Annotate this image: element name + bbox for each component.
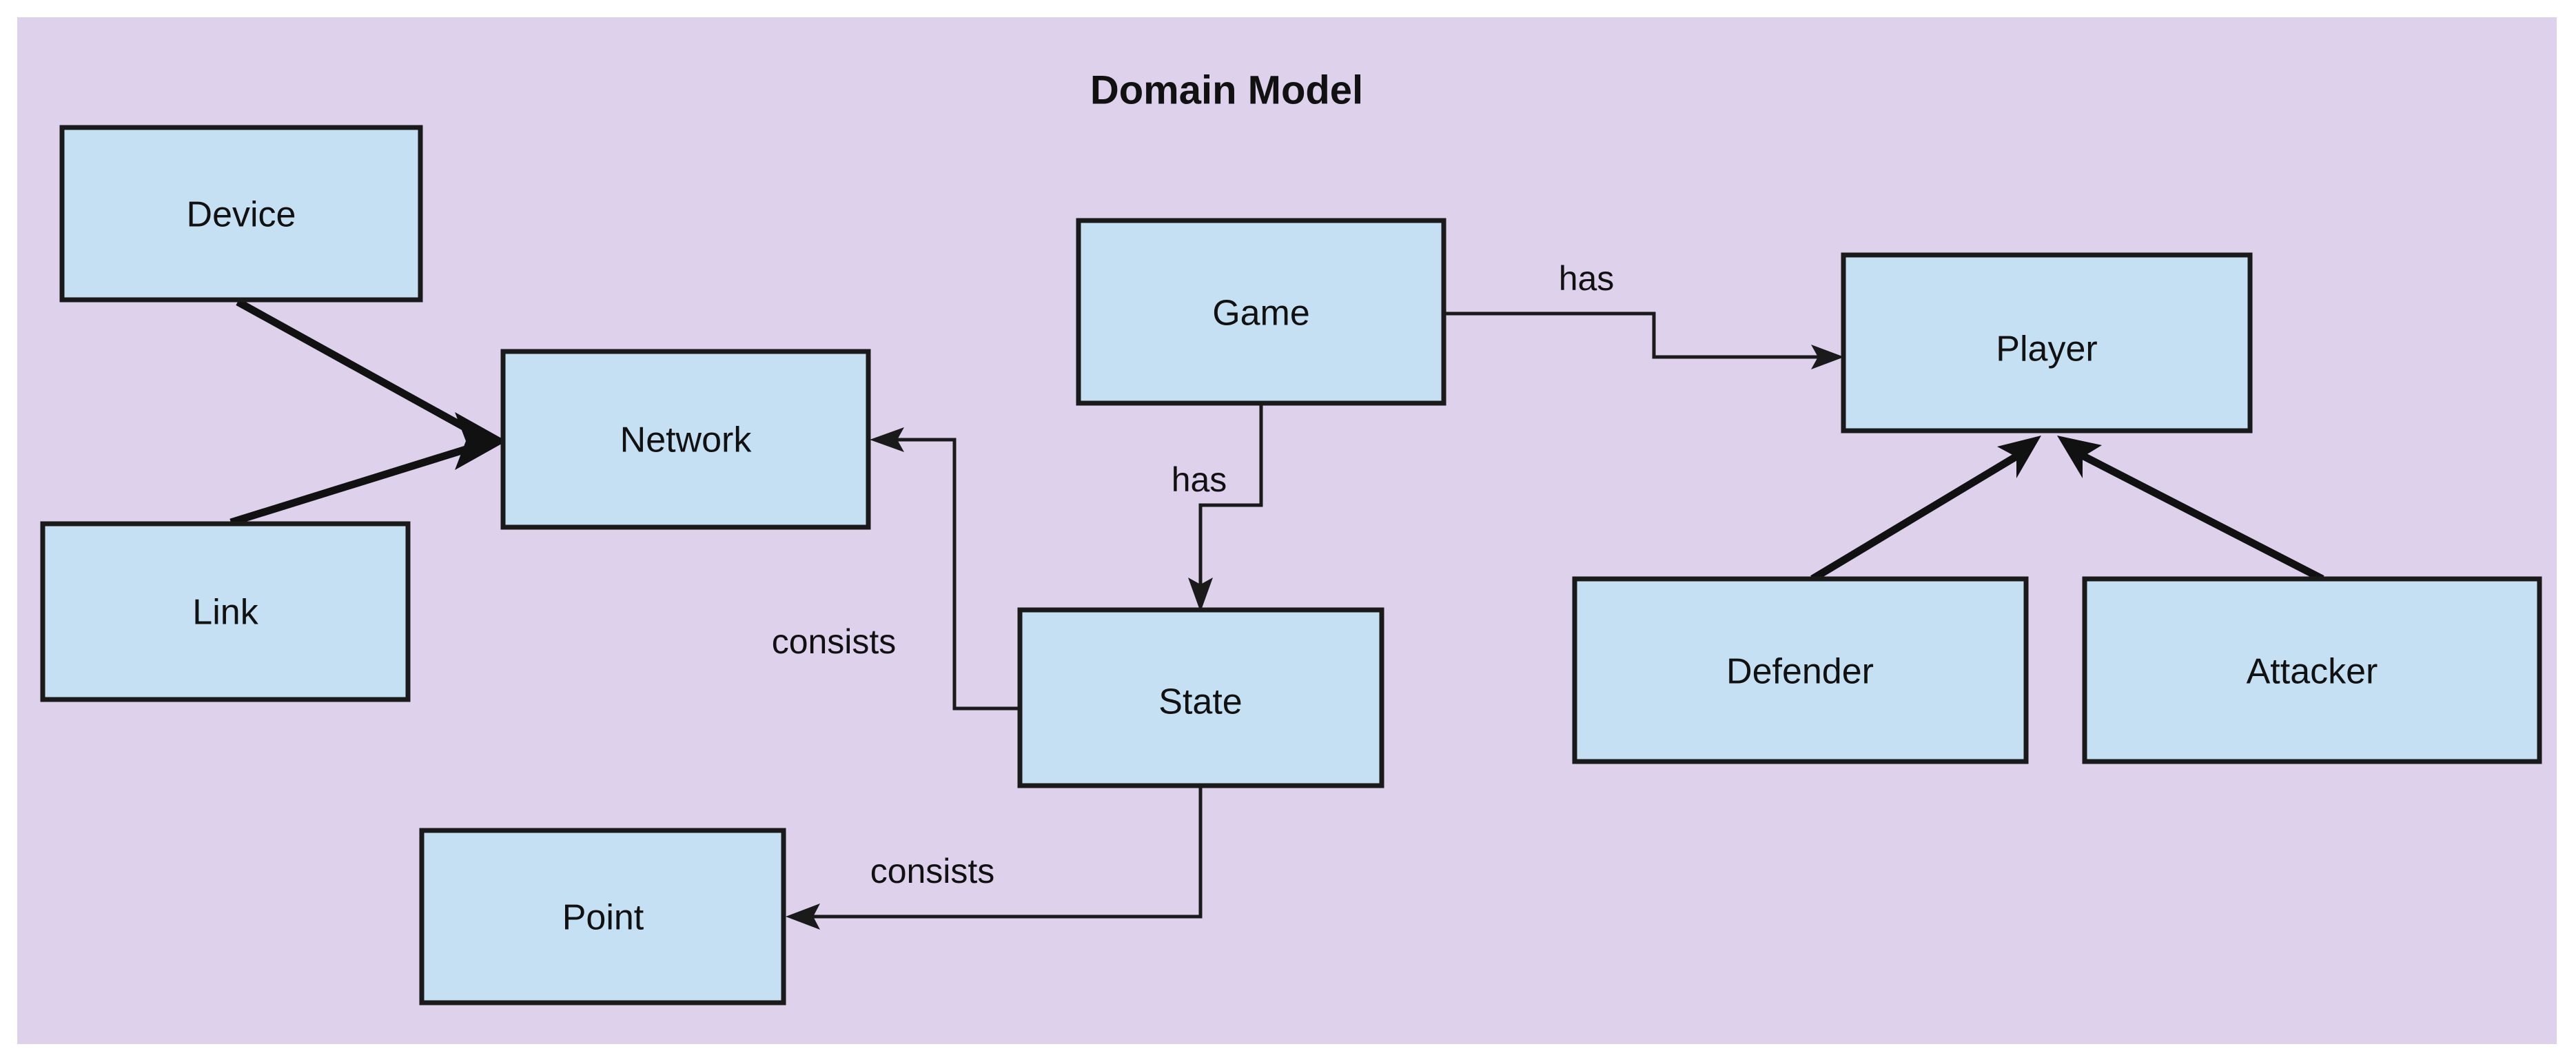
edge-attacker-player [2057, 436, 2324, 582]
arrowhead-state-top [1188, 578, 1213, 612]
arrowhead-player-bottom-right [2057, 436, 2102, 478]
node-game[interactable]: Game [1076, 218, 1447, 406]
node-state[interactable]: State [1017, 607, 1384, 788]
arrowhead-point-right [786, 903, 820, 930]
node-attacker-label: Attacker [2247, 652, 2378, 692]
node-defender-label: Defender [1726, 652, 1874, 692]
edge-defender-player [1810, 436, 2041, 582]
edge-label-has-player: has [1559, 259, 1615, 298]
arrowhead-player-left [1811, 345, 1844, 369]
node-player-box[interactable] [1841, 252, 2253, 433]
edge-defender-player-line [1810, 448, 2027, 582]
node-game-label: Game [1212, 294, 1310, 334]
node-point-box[interactable] [419, 828, 786, 1005]
node-link-box[interactable] [40, 521, 411, 702]
node-link-label: Link [192, 593, 258, 633]
edge-label-has-state: has [1172, 460, 1227, 499]
edge-link-network-line [229, 439, 487, 527]
arrowhead-network-right [870, 427, 904, 452]
edge-label-consists-network: consists [772, 622, 897, 661]
edge-state-point-line [806, 786, 1203, 919]
edge-device-network-line [236, 298, 488, 442]
edge-device-network [236, 298, 488, 442]
diagram-title: Domain Model [1090, 68, 1363, 112]
edge-game-state: has [1172, 403, 1263, 612]
node-link[interactable]: Link [40, 521, 411, 702]
node-device-box[interactable] [59, 125, 423, 303]
node-player[interactable]: Player [1841, 252, 2253, 433]
node-network-label: Network [620, 420, 753, 460]
node-attacker-box[interactable] [2082, 576, 2542, 764]
node-network-box[interactable] [500, 349, 871, 530]
node-network[interactable]: Network [500, 349, 871, 530]
edge-state-point: consists [786, 786, 1203, 930]
node-game-box[interactable] [1076, 218, 1447, 406]
node-defender-box[interactable] [1572, 576, 2029, 764]
node-device[interactable]: Device [59, 125, 423, 303]
edge-game-player: has [1444, 259, 1844, 369]
edge-state-network-line [889, 438, 1020, 711]
edge-link-network [229, 412, 507, 527]
node-state-box[interactable] [1017, 607, 1384, 788]
node-defender[interactable]: Defender [1572, 576, 2029, 764]
edge-game-state-line [1198, 403, 1263, 591]
edge-label-consists-point: consists [870, 852, 995, 890]
node-point[interactable]: Point [419, 828, 786, 1005]
node-point-label: Point [562, 898, 644, 938]
edge-game-player-line [1444, 312, 1825, 359]
node-device-label: Device [187, 195, 296, 235]
node-attacker[interactable]: Attacker [2082, 576, 2542, 764]
arrowhead-network-left [455, 412, 507, 470]
arrowhead-player-bottom-left [1997, 436, 2041, 478]
edge-state-network: consists [772, 427, 1020, 711]
node-state-label: State [1158, 682, 1242, 722]
node-player-label: Player [1996, 329, 2097, 369]
edge-attacker-player-line [2072, 448, 2324, 582]
